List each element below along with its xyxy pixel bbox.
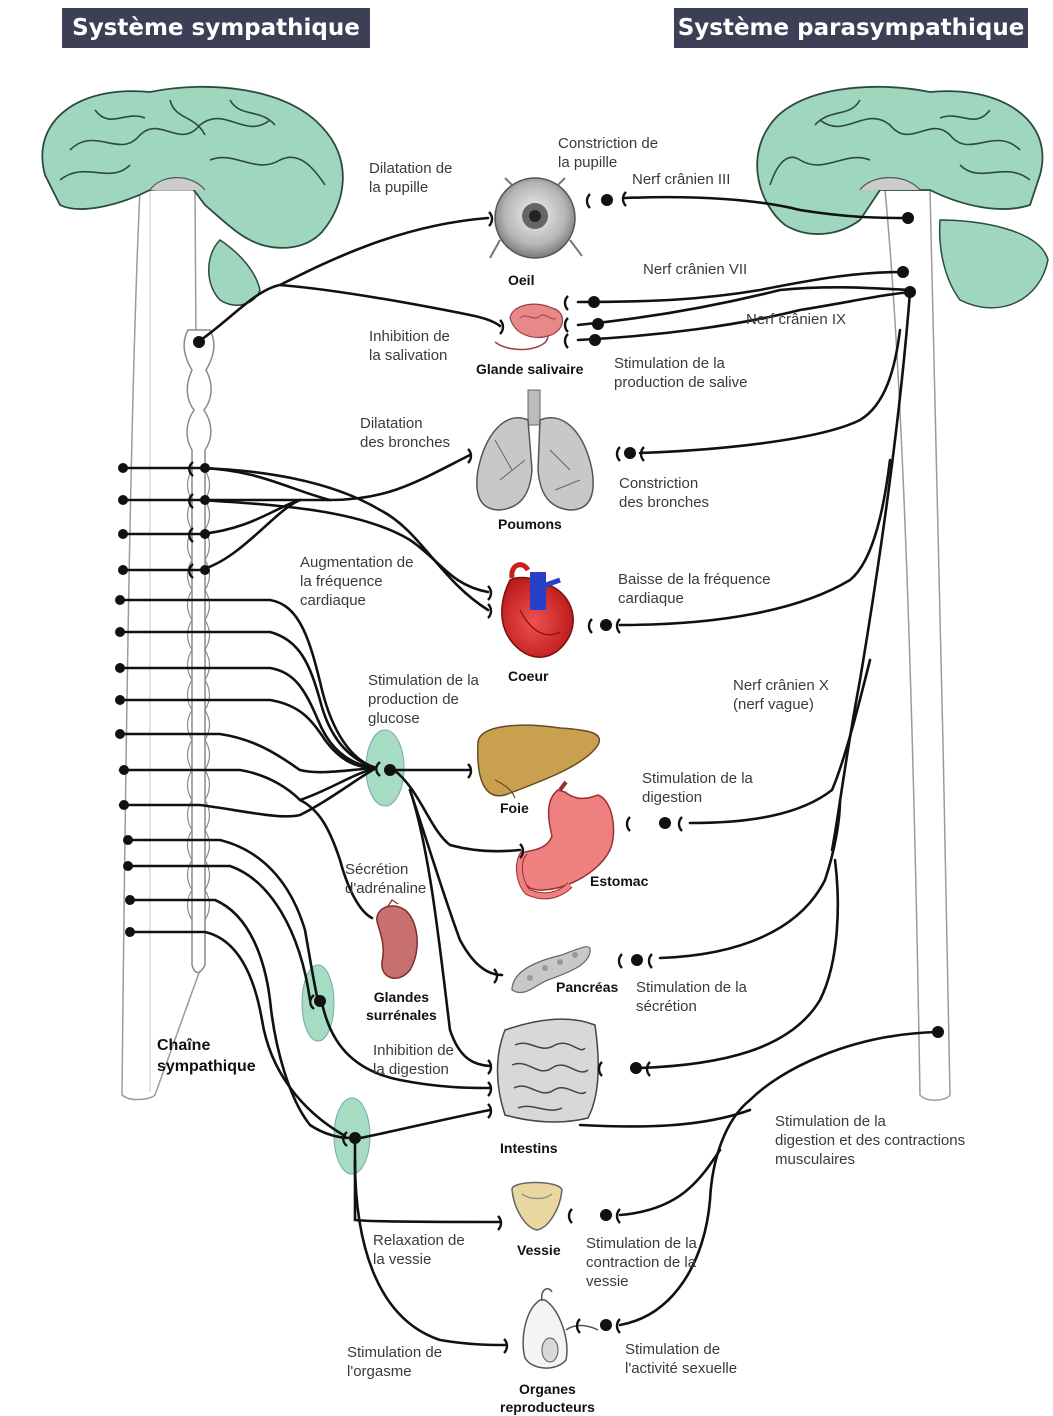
parasympathetic-header: Système parasympathique (674, 8, 1028, 48)
organ-label-pancreas: Pancréas (556, 978, 618, 996)
organ-label-lungs: Poumons (498, 515, 562, 533)
sym-effect-saliva: Inhibition de la salivation (369, 327, 450, 365)
para-effect-secretion: Stimulation de la sécrétion (636, 978, 747, 1016)
nerve-label-cn10: Nerf crânien X (nerf vague) (733, 676, 829, 714)
para-effect-heart-rate: Baisse de la fréquence cardiaque (618, 570, 771, 608)
sympathetic-chain-label: Chaîne sympathique (157, 1035, 256, 1077)
para-effect-pupil: Constriction de la pupille (558, 134, 658, 172)
organ-label-stomach: Estomac (590, 872, 648, 890)
right-spinal-cord (885, 190, 950, 1100)
sym-effect-digestion: Inhibition de la digestion (373, 1041, 454, 1079)
sym-effect-pupil: Dilatation de la pupille (369, 159, 452, 197)
sym-effect-heart-rate: Augmentation de la fréquence cardiaque (300, 553, 413, 610)
nerve-label-cn9: Nerf crânien IX (746, 310, 846, 329)
heart-icon (502, 565, 573, 658)
lungs-icon (477, 390, 593, 510)
para-effect-intestine: Stimulation de la digestion et des contr… (775, 1112, 965, 1169)
reproductive-organs-icon (523, 1289, 598, 1368)
organ-label-bladder: Vessie (517, 1241, 561, 1259)
organ-label-eye: Oeil (508, 271, 534, 289)
sym-effect-adrenaline: Sécrétion d'adrénaline (345, 860, 426, 898)
intestines-icon (498, 1019, 599, 1122)
organ-label-reproductive: Organes reproducteurs (500, 1380, 595, 1416)
para-effect-digestion: Stimulation de la digestion (642, 769, 753, 807)
organ-label-salivary: Glande salivaire (476, 360, 583, 378)
para-effect-bladder: Stimulation de la contraction de la vess… (586, 1234, 697, 1291)
para-effect-sexual: Stimulation de l'activité sexuelle (625, 1340, 737, 1378)
nerve-label-cn3: Nerf crânien III (632, 170, 730, 189)
sympathetic-header: Système sympathique (62, 8, 370, 48)
organ-label-liver: Foie (500, 799, 529, 817)
sym-effect-orgasm: Stimulation de l'orgasme (347, 1343, 442, 1381)
sym-effect-glucose: Stimulation de la production de glucose (368, 671, 479, 728)
eye-icon (490, 178, 582, 258)
liver-icon (478, 725, 600, 798)
sym-effect-bladder: Relaxation de la vessie (373, 1231, 465, 1269)
para-effect-bronchi: Constriction des bronches (619, 474, 709, 512)
salivary-gland-icon (495, 304, 563, 349)
adrenal-gland-icon (377, 900, 417, 978)
para-effect-saliva: Stimulation de la production de salive (614, 354, 747, 392)
sym-effect-bronchi: Dilatation des bronches (360, 414, 450, 452)
organ-label-heart: Coeur (508, 667, 548, 685)
bladder-icon (512, 1183, 562, 1231)
organ-label-intestines: Intestins (500, 1139, 558, 1157)
synapse-brackets (189, 192, 682, 1353)
nerve-label-cn7: Nerf crânien VII (643, 260, 747, 279)
organ-label-adrenal: Glandes surrénales (366, 988, 437, 1024)
